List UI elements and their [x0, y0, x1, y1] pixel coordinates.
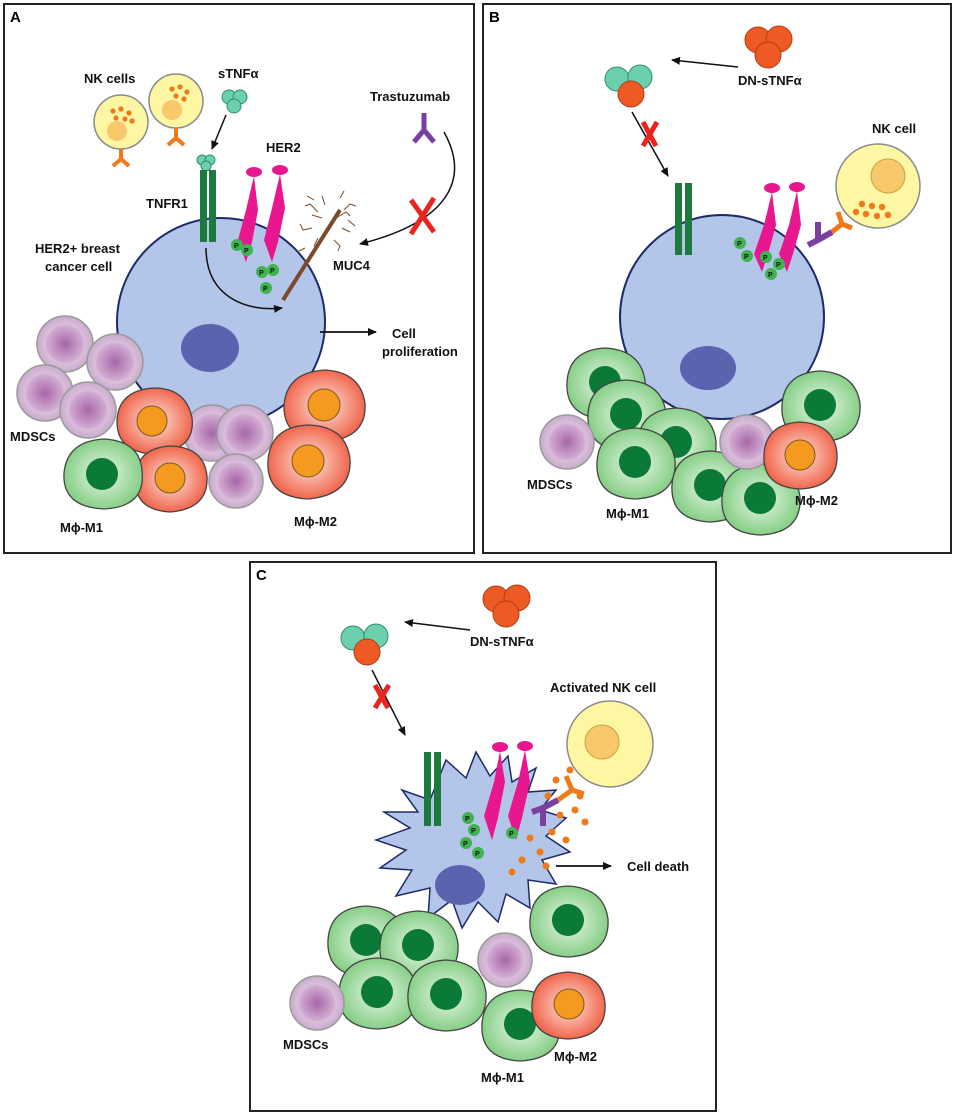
svg-text:P: P [263, 286, 268, 293]
trastuzumab-blocked-arrow [359, 131, 456, 246]
panel-a-frame [3, 3, 475, 554]
svg-text:P: P [471, 828, 476, 835]
her2-receptor-dimer-c [484, 741, 533, 840]
svg-text:P: P [509, 831, 514, 838]
signal-arrow-a [205, 247, 283, 313]
tnfr1-label: TNFR1 [146, 196, 188, 211]
m2-macrophage-c [531, 971, 606, 1040]
mdscs-label-a: MDSCs [10, 429, 56, 444]
dn-stnf-arrow-b [671, 56, 739, 68]
tnfr1-receptor [200, 170, 216, 242]
activated-nk-cell-label: Activated NK cell [550, 680, 656, 695]
mdsc-cells-b [539, 414, 775, 470]
nk-cell-b [835, 143, 921, 229]
m1-label-a: Mϕ-M1 [60, 520, 103, 535]
phospho-sites-b: P P P P P [734, 237, 785, 280]
panel-a-letter: A [10, 9, 21, 26]
mdsc-cells-a [16, 315, 274, 509]
outcome-label-1: Cell [392, 326, 416, 341]
m2-macrophages-a [116, 369, 366, 513]
muc4-label: MUC4 [333, 258, 371, 273]
mdscs-label-b: MDSCs [527, 477, 573, 492]
stnf-label: sTNFα [218, 66, 259, 81]
dn-stnf-label-c: DN-sTNFα [470, 634, 534, 649]
nk-cells-label: NK cells [84, 71, 135, 86]
svg-text:P: P [259, 270, 264, 277]
cancer-cell-nucleus [181, 324, 239, 372]
inhibition-x-c [372, 683, 392, 710]
cancer-cell-nucleus-b [680, 346, 736, 390]
bound-stnf [196, 154, 216, 172]
svg-text:P: P [768, 272, 773, 279]
nk-cell-1 [93, 94, 149, 168]
svg-text:P: P [244, 248, 249, 255]
svg-text:P: P [737, 241, 742, 248]
mixed-trimer-b [604, 64, 653, 108]
trastuzumab-antibody-c [530, 797, 560, 826]
m1-macrophages-b [566, 347, 861, 536]
trastuzumab-label: Trastuzumab [370, 89, 450, 104]
inhibition-x-b [640, 120, 660, 148]
cancer-cell-label-2: cancer cell [45, 259, 112, 274]
mdsc-cells-c [289, 932, 533, 1031]
svg-text:P: P [463, 841, 468, 848]
tnfr1-receptor-b [675, 183, 692, 255]
trastuzumab-antibody [412, 113, 436, 144]
m1-label-c: Mϕ-M1 [481, 1070, 524, 1085]
svg-text:P: P [465, 816, 470, 823]
panel-a: A NK cells sTNFα [3, 3, 475, 554]
her2-receptor-dimer-b [754, 182, 805, 272]
panel-b-letter: B [489, 9, 500, 26]
cancer-cell-label-1: HER2+ breast [35, 241, 121, 256]
nk-cell-2 [148, 73, 204, 147]
blocked-arrow-c [371, 669, 406, 736]
phospho-sites-c: P P P P P [460, 812, 518, 859]
m2-label-a: Mϕ-M2 [294, 514, 337, 529]
inhibition-x-a [408, 196, 437, 236]
panel-c-frame [249, 561, 717, 1112]
phospho-sites: P P P P P [231, 239, 279, 294]
svg-text:P: P [234, 243, 239, 250]
trastuzumab-antibody-b [806, 222, 834, 248]
her2-label: HER2 [266, 140, 301, 155]
dn-stnf-label-b: DN-sTNFα [738, 73, 802, 88]
m2-label-b: Mϕ-M2 [795, 493, 838, 508]
dn-stnf-trimer-c [482, 584, 531, 628]
svg-text:P: P [475, 851, 480, 858]
stnf-arrow [211, 114, 227, 150]
tnfr1-receptor-c [424, 752, 441, 826]
nk-cell-label-b: NK cell [872, 121, 916, 136]
mixed-trimer-c [340, 623, 389, 666]
svg-text:P: P [776, 262, 781, 269]
svg-text:P: P [744, 254, 749, 261]
stnf-trimer [221, 89, 248, 114]
her2-breast-cancer-cell-b [619, 214, 825, 420]
panel-c-letter: C [256, 567, 267, 584]
m2-label-c: Mϕ-M2 [554, 1049, 597, 1064]
cell-death-label: Cell death [627, 859, 689, 874]
blocked-arrow-b [631, 111, 669, 177]
panel-c: C DN-sTNFα P [249, 561, 717, 1112]
dn-stnf-trimer-b [744, 25, 793, 69]
m2-macrophage-b [763, 421, 838, 490]
released-granules [508, 766, 589, 876]
dn-stnf-arrow-c [404, 619, 471, 631]
muc4-glycoprotein [281, 190, 357, 302]
mdscs-label-c: MDSCs [283, 1037, 329, 1052]
panel-b: B DN-sTNFα P P [482, 3, 952, 554]
her2-receptor-dimer [238, 165, 288, 262]
cancer-cell-nucleus-c [435, 865, 485, 905]
svg-text:P: P [270, 268, 275, 275]
m1-macrophages-c [327, 885, 609, 1062]
m1-label-b: Mϕ-M1 [606, 506, 649, 521]
m1-macrophage-a [63, 438, 143, 510]
outcome-label-2: proliferation [382, 344, 458, 359]
activated-nk-cell-c [566, 700, 654, 788]
nk-receptor-b [830, 211, 853, 234]
svg-text:P: P [763, 255, 768, 262]
panel-b-frame [482, 3, 952, 554]
